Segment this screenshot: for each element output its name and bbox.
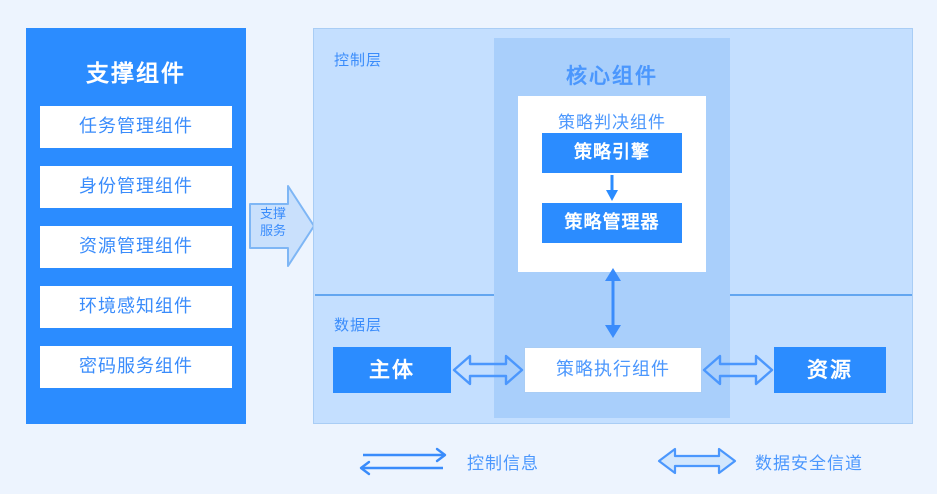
policy-engine-box[interactable]: 策略引擎 (542, 133, 682, 173)
support-item-crypto-service[interactable]: 密码服务组件 (40, 346, 232, 388)
policy-decision-component-box: 策略判决组件 策略引擎 策略管理器 (518, 96, 706, 272)
support-service-line-2: 服务 (259, 224, 286, 239)
support-service-line-1: 支撑 (259, 207, 286, 222)
policy-enforcement-component-box[interactable]: 策略执行组件 (524, 347, 702, 393)
legend-label-data-channel: 数据安全信道 (755, 453, 863, 474)
policy-decision-title: 策略判决组件 (558, 113, 666, 133)
support-service-arrow: 支撑 服务 (248, 182, 316, 270)
legend: 控制信息 数据安全信道 (0, 446, 937, 490)
pep-resource-data-channel-arrow (702, 353, 774, 387)
hollow-double-arrow-icon (452, 354, 524, 386)
support-item-environment-awareness[interactable]: 环境感知组件 (40, 286, 232, 328)
support-panel-title: 支撑组件 (86, 61, 186, 87)
subject-box[interactable]: 主体 (333, 347, 451, 393)
core-to-pep-control-arrow (601, 267, 625, 339)
hollow-double-arrow-icon (702, 354, 774, 386)
support-item-resource-management[interactable]: 资源管理组件 (40, 226, 232, 268)
support-components-panel: 支撑组件 任务管理组件 身份管理组件 资源管理组件 环境感知组件 密码服务组件 (26, 28, 246, 424)
data-layer-label: 数据层 (334, 316, 383, 334)
double-line-arrow-icon (359, 447, 447, 476)
arrow-up-down-icon (605, 268, 621, 338)
block-arrow-right-icon (249, 185, 315, 267)
core-panel-title: 核心组件 (566, 64, 658, 88)
control-layer-label: 控制层 (334, 51, 383, 69)
engine-to-manager-arrow (518, 173, 706, 203)
arrow-down-icon (606, 175, 618, 201)
support-item-task-management[interactable]: 任务管理组件 (40, 106, 232, 148)
policy-manager-box[interactable]: 策略管理器 (542, 203, 682, 243)
legend-entry-control-info: 控制信息 (357, 446, 539, 476)
support-item-identity-management[interactable]: 身份管理组件 (40, 166, 232, 208)
support-service-arrow-label: 支撑 服务 (252, 206, 294, 240)
resource-box[interactable]: 资源 (774, 347, 886, 393)
legend-entry-data-channel: 数据安全信道 (657, 446, 863, 476)
hollow-double-arrow-icon (657, 447, 737, 475)
subject-pep-data-channel-arrow (452, 353, 524, 387)
legend-label-control-info: 控制信息 (467, 453, 539, 474)
